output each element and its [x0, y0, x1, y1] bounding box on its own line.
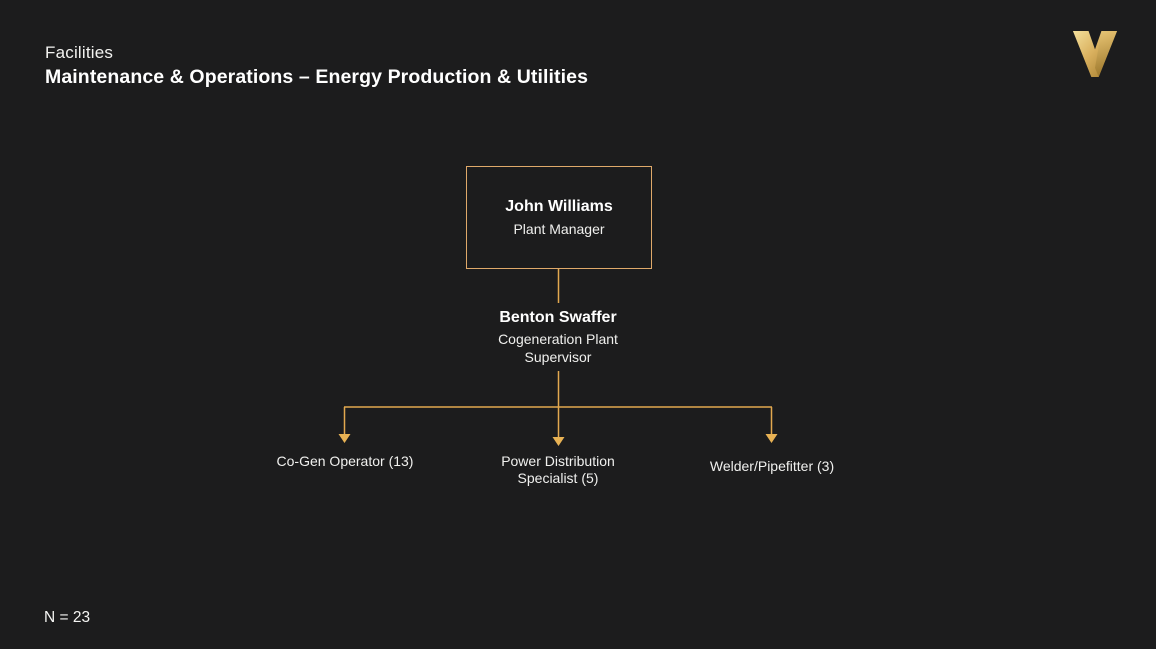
vanderbilt-v-logo [1072, 31, 1118, 77]
arrow-down-icon [338, 434, 351, 443]
org-leaf-cogen-operator: Co-Gen Operator (13) [276, 453, 414, 469]
org-leaf-power-distribution-specialist: Power Distribution Specialist (5) [501, 453, 615, 486]
org-node-supervisor: Benton Swaffer Cogeneration Plant Superv… [458, 307, 658, 366]
headcount-footnote: N = 23 [44, 609, 91, 626]
arrow-down-icon [552, 437, 565, 446]
header-eyebrow: Facilities [45, 43, 114, 62]
node-title: Cogeneration Plant Supervisor [498, 331, 618, 365]
org-node-plant-manager: John Williams Plant Manager [466, 166, 652, 269]
org-leaf-welder-pipefitter: Welder/Pipefitter (3) [709, 458, 835, 474]
node-name: Benton Swaffer [499, 309, 617, 326]
slide-header: Facilities Maintenance & Operations – En… [45, 43, 588, 89]
node-title: Plant Manager [513, 221, 605, 237]
slide-title: Maintenance & Operations – Energy Produc… [45, 66, 589, 88]
arrow-down-icon [765, 434, 778, 443]
node-name: John Williams [505, 198, 613, 215]
